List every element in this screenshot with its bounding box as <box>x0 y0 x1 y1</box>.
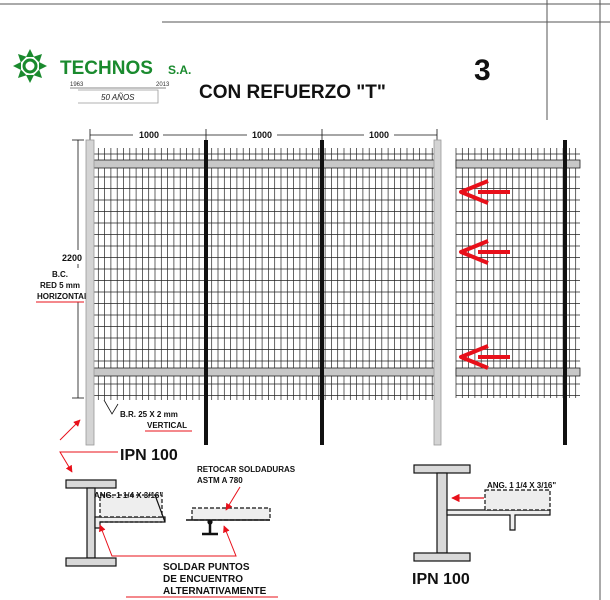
reinforcement-band <box>91 367 437 377</box>
bc-label: B.C. RED 5 mm HORIZONTAL <box>36 268 89 303</box>
left-section-detail <box>65 479 166 567</box>
soldar-callout <box>99 524 237 557</box>
bc-line-3: HORIZONTAL <box>37 292 89 301</box>
anniversary-label: 50 AÑOS <box>101 93 135 102</box>
ipn-left-callout: IPN 100 <box>59 419 178 473</box>
height-dimension: 2200 <box>62 253 82 263</box>
br-label: B.R. 25 X 2 mm VERTICAL <box>103 399 192 432</box>
bc-line-1: B.C. <box>52 270 68 279</box>
side-reinforcement-band <box>455 367 581 377</box>
ipn-left-label: IPN 100 <box>120 447 178 464</box>
span-dimension-3: 1000 <box>369 130 389 140</box>
intermediate-post <box>204 140 208 445</box>
soldar-line-1: SOLDAR PUNTOS <box>163 562 250 573</box>
span-dimension-2: 1000 <box>252 130 272 140</box>
page-title: CON REFUERZO "T" <box>199 82 386 103</box>
main-mesh-panel <box>85 139 442 446</box>
soldar-line-3: ALTERNATIVAMENTE <box>163 586 267 597</box>
angle-left-label: ANG. 1 1/4 X 3/16" <box>94 491 163 500</box>
angle-right-label: ANG. 1 1/4 X 3/16" <box>487 481 556 490</box>
intermediate-post <box>320 140 324 445</box>
year-end: 2013 <box>156 82 170 88</box>
br-line-2: VERTICAL <box>147 421 187 430</box>
year-start: 1963 <box>70 82 84 88</box>
span-dimension-1: 1000 <box>139 130 159 140</box>
retocar-leader <box>225 486 241 511</box>
technos-snowflake-logo-icon <box>13 49 47 83</box>
company-suffix: S.A. <box>168 63 191 77</box>
sheet-number: 3 <box>474 54 491 87</box>
bc-line-2: RED 5 mm <box>40 281 80 290</box>
retocar-line-1: RETOCAR SOLDADURAS <box>197 465 296 474</box>
side-post <box>563 140 567 445</box>
ipn-right-label: IPN 100 <box>412 571 470 588</box>
reinforcement-band <box>91 159 437 169</box>
company-name: TECHNOS <box>60 58 153 79</box>
side-reinforcement-band <box>455 159 581 169</box>
red-direction-arrow-icon <box>459 179 510 370</box>
middle-section-detail <box>186 507 271 536</box>
technos-logo: TECHNOS S.A. 1963 2013 50 AÑOS <box>13 49 191 104</box>
end-post <box>433 139 442 446</box>
soldar-line-2: DE ENCUENTRO <box>163 574 243 585</box>
right-section-detail <box>413 464 551 562</box>
retocar-line-2: ASTM A 780 <box>197 476 243 485</box>
br-line-1: B.R. 25 X 2 mm <box>120 410 178 419</box>
end-post <box>85 139 95 446</box>
